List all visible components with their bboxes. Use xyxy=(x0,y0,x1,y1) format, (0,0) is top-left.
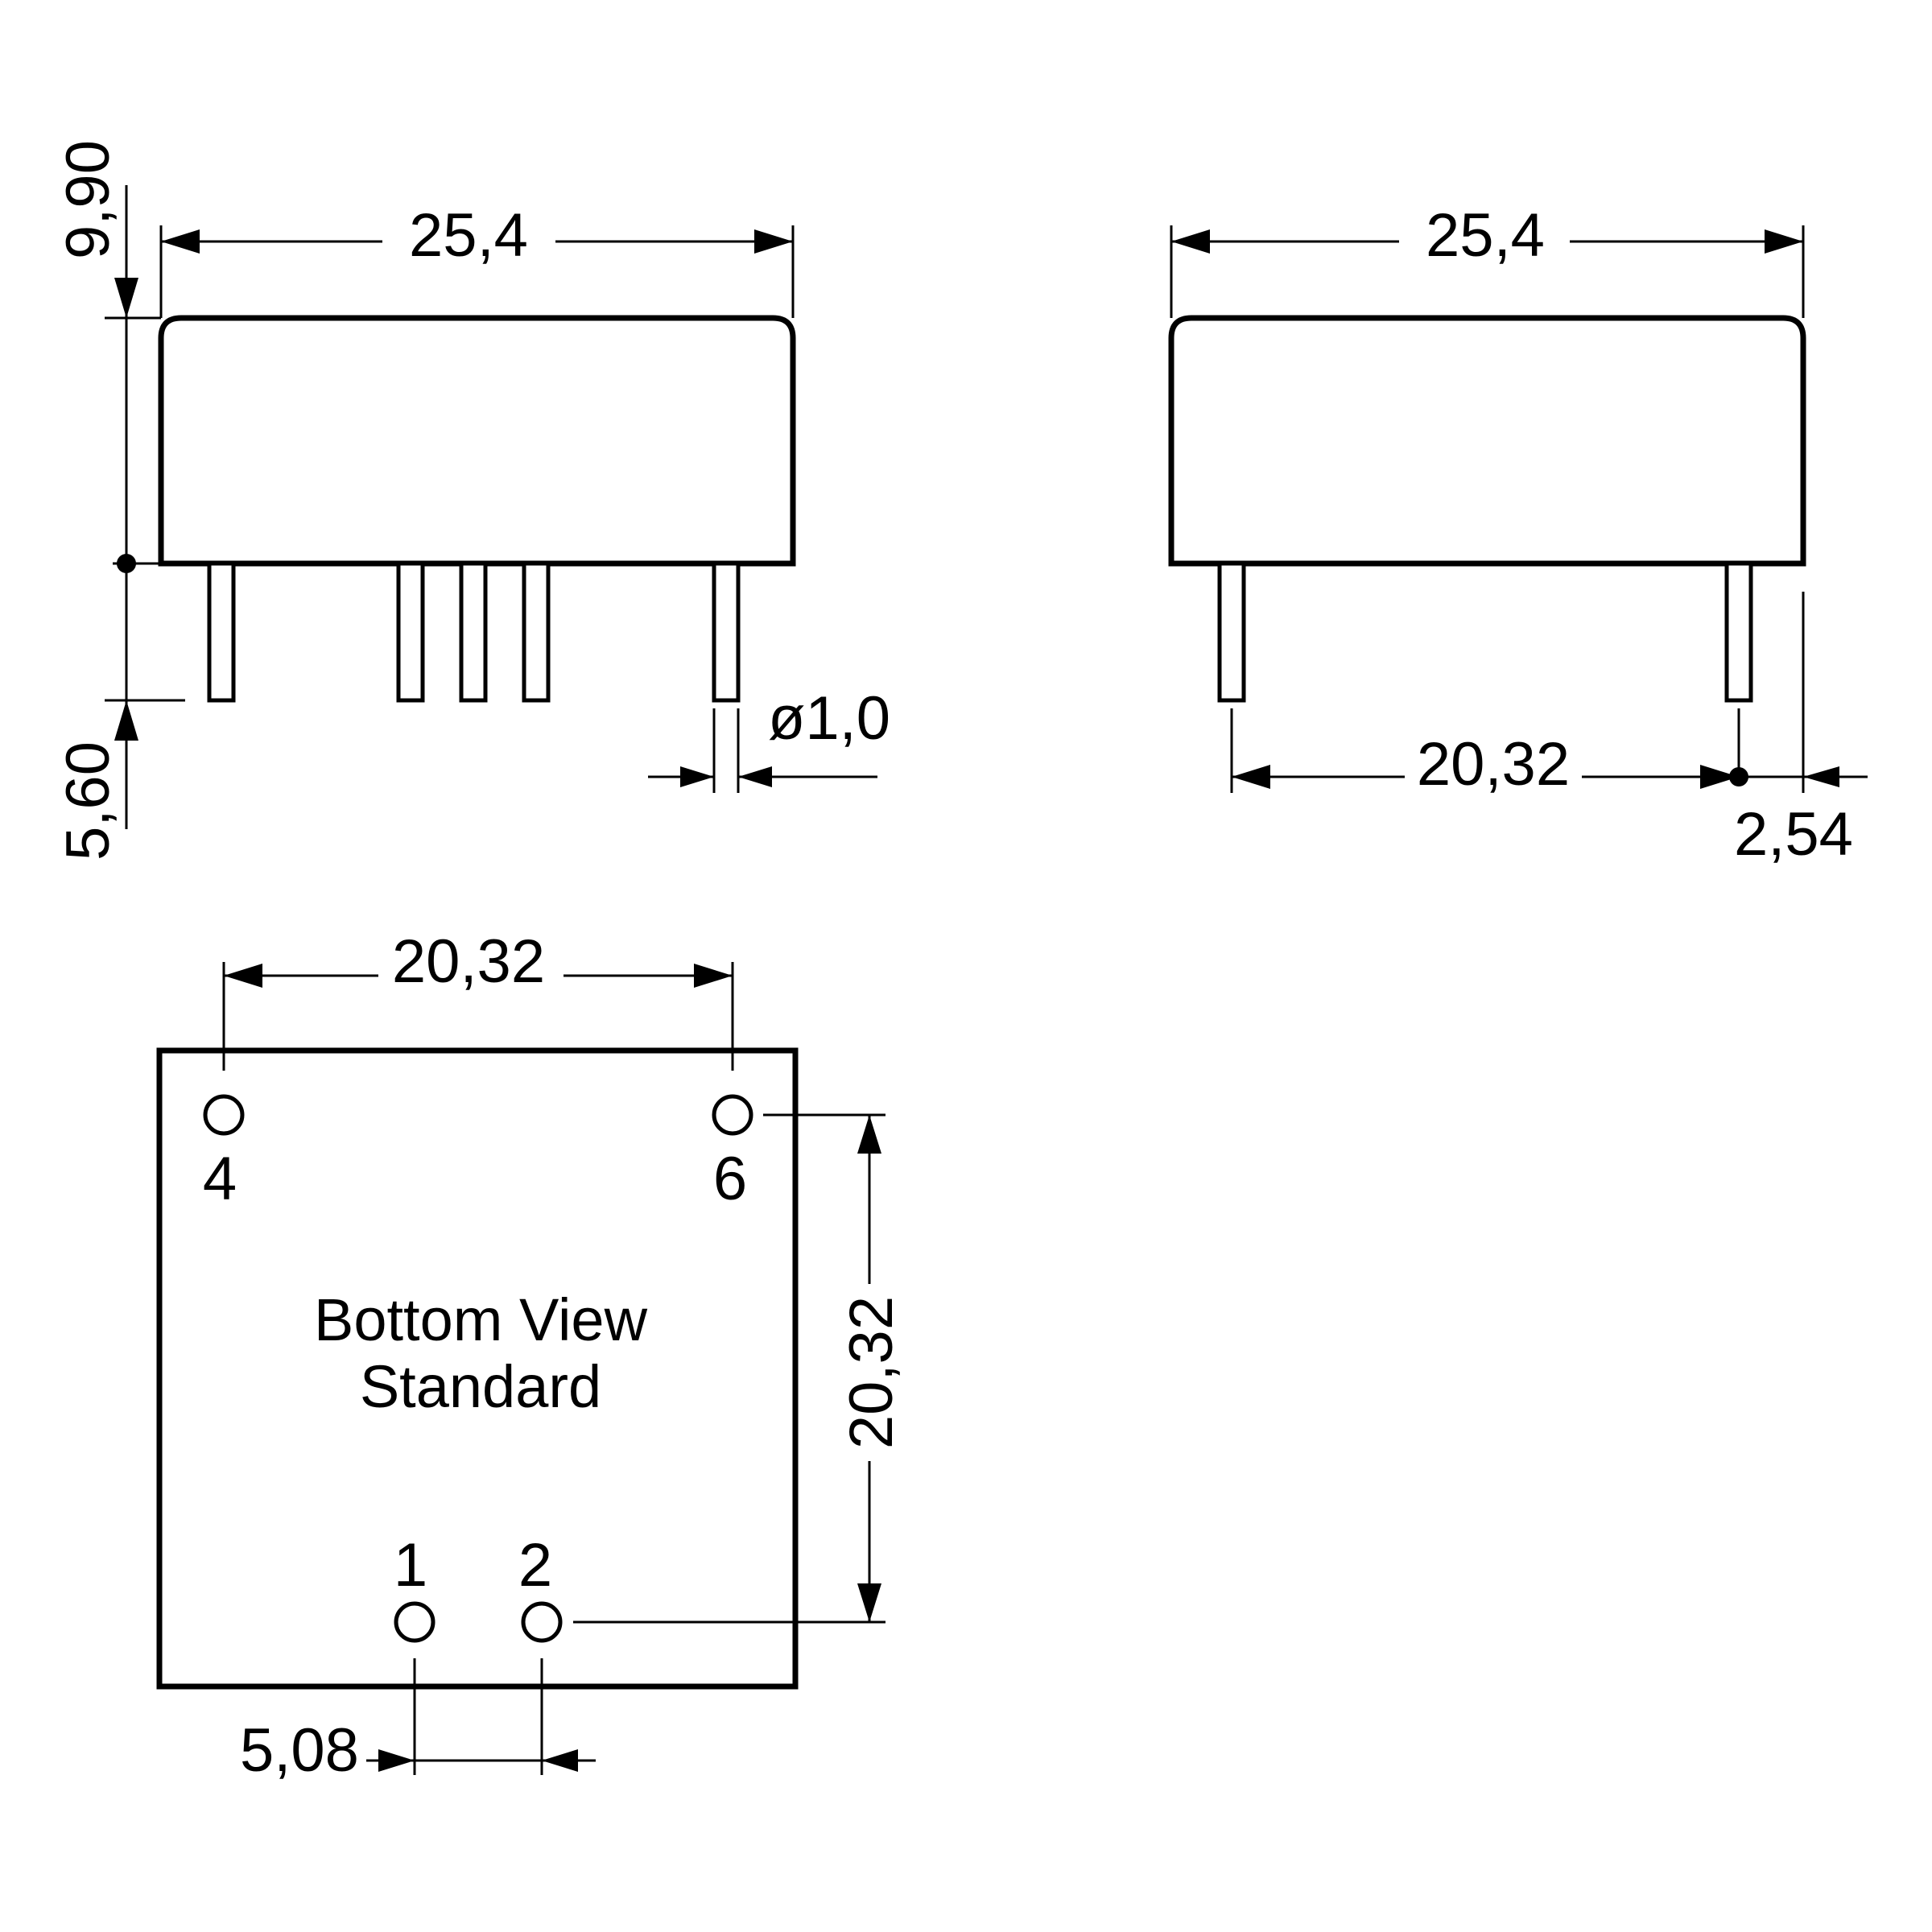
pin-hole-2 xyxy=(521,1601,563,1643)
width-dim-label-left: 25,4 xyxy=(409,201,528,270)
pin-length-dim-label: 5,60 xyxy=(54,741,122,861)
pin-spacing-dim-label-right: 20,32 xyxy=(1417,730,1570,799)
pin-left-5 xyxy=(712,561,741,703)
pin-hole-1 xyxy=(394,1601,436,1643)
pin-label-4: 4 xyxy=(203,1145,237,1213)
width-dim-label-right: 25,4 xyxy=(1426,201,1545,270)
pin-left-4 xyxy=(522,561,551,703)
side-view-left: 25,4 9,90 5,60 ø1,0 xyxy=(54,140,890,861)
module-body-right xyxy=(1168,315,1806,567)
pin-diameter-dim-label: ø1,0 xyxy=(768,684,890,753)
bottom-view: 4 6 1 2 Bottom View Standard 20,32 20,32… xyxy=(156,927,906,1785)
pin-hole-6 xyxy=(712,1094,753,1136)
module-outline-bottom xyxy=(156,1047,799,1690)
bottom-spacing-dim-label: 5,08 xyxy=(240,1716,359,1785)
pin-left-2 xyxy=(396,561,425,703)
pin-hole-4 xyxy=(203,1094,245,1136)
pin-label-2: 2 xyxy=(518,1531,552,1600)
bottom-view-title-line2: Standard xyxy=(360,1353,601,1420)
top-spacing-dim-label: 20,32 xyxy=(392,927,545,996)
bottom-view-title-line1: Bottom View xyxy=(314,1286,648,1353)
pin-left-1 xyxy=(207,561,236,703)
height-dim-label: 9,90 xyxy=(54,140,122,259)
pin-label-6: 6 xyxy=(713,1145,747,1213)
module-body-left xyxy=(158,315,796,567)
side-view-right: 25,4 20,32 2,54 xyxy=(1168,201,1868,869)
pin-right-1 xyxy=(1217,561,1246,703)
pin-left-3 xyxy=(459,561,488,703)
pin-right-2 xyxy=(1724,561,1753,703)
pin-offset-dim-label: 2,54 xyxy=(1734,800,1853,869)
pin-label-1: 1 xyxy=(394,1531,427,1600)
vertical-spacing-dim-label: 20,32 xyxy=(837,1296,906,1449)
